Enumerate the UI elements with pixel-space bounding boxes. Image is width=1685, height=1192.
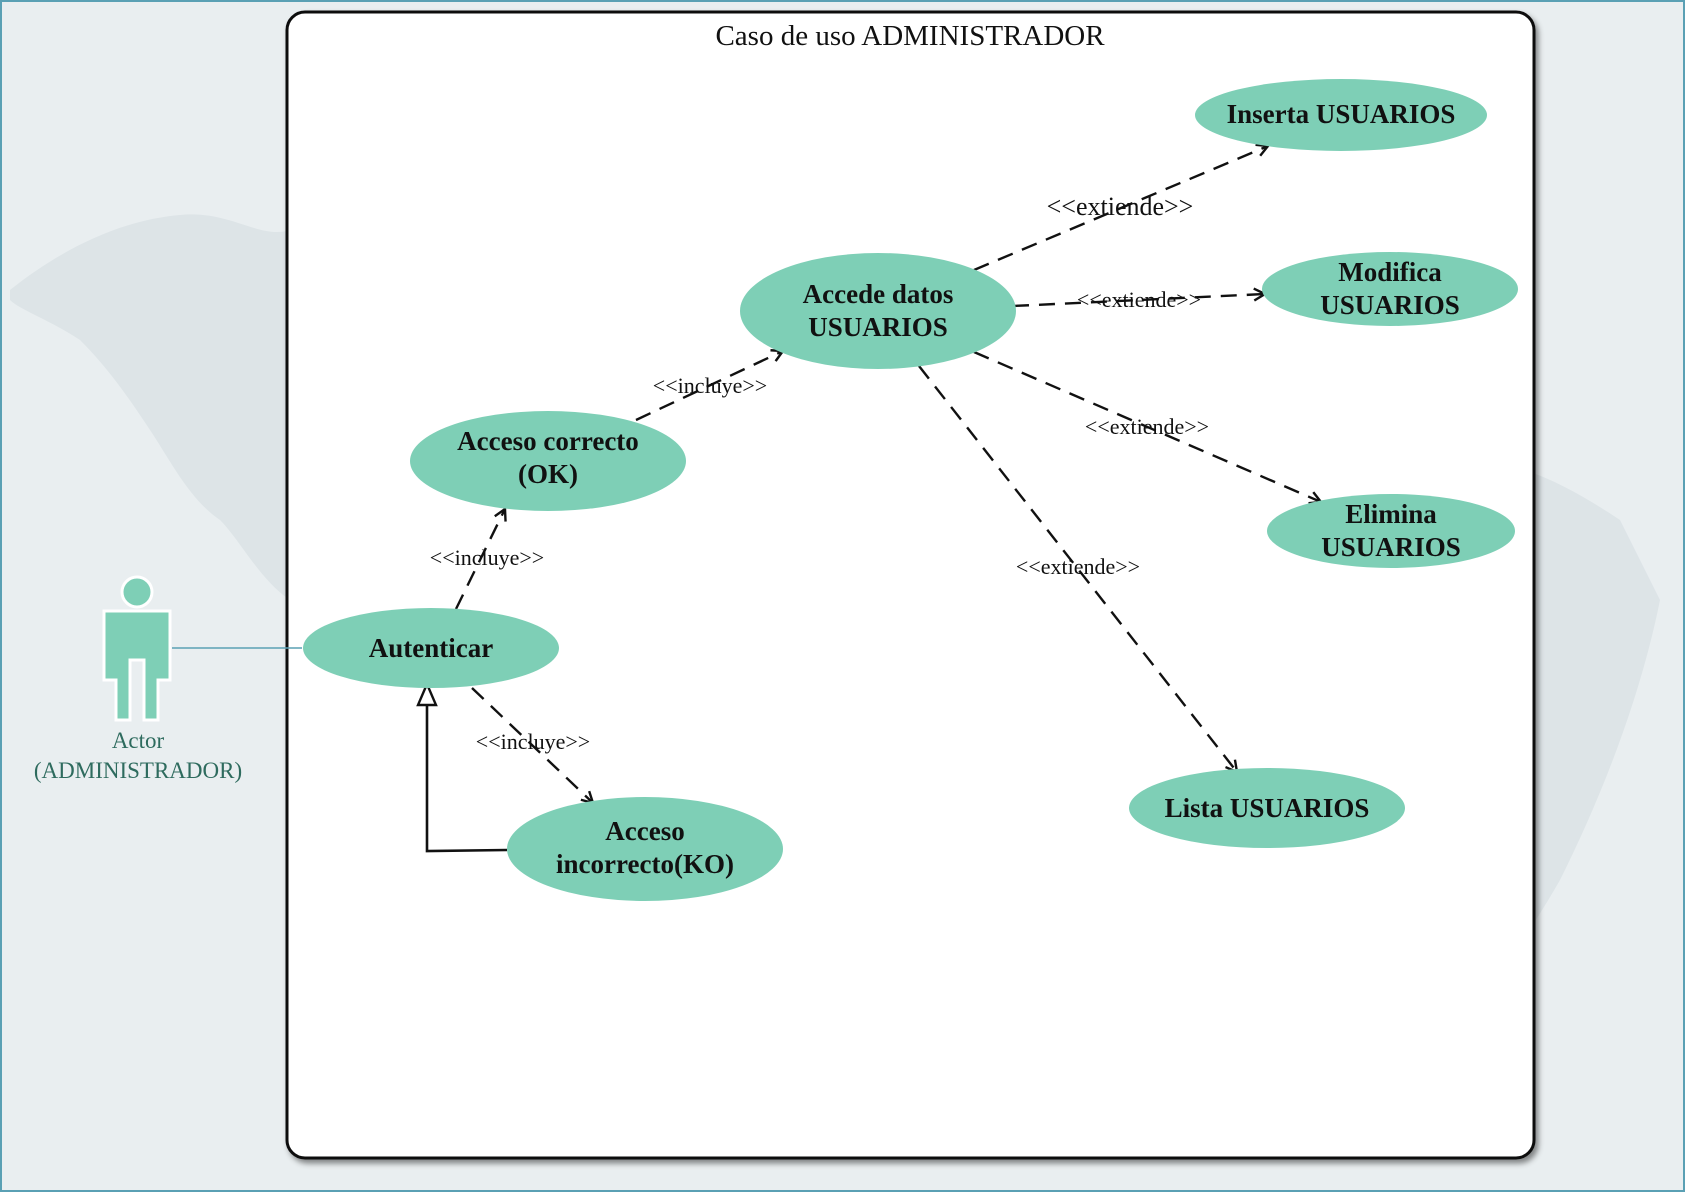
use-case-acceso-incorrecto[interactable]: Acceso incorrecto(KO) — [507, 797, 783, 901]
extiende-lista-line — [918, 365, 1237, 772]
use-case-accede-datos[interactable]: Accede datos USUARIOS — [740, 253, 1016, 369]
relationship-lines — [454, 146, 1321, 803]
use-case-label: (OK) — [518, 459, 578, 489]
use-case-label: Acceso — [605, 816, 684, 846]
incluye-accede-line — [635, 351, 783, 422]
use-case-label: Accede datos — [803, 279, 954, 309]
use-case-label: Lista USUARIOS — [1165, 793, 1370, 823]
use-case-label: Modifica — [1338, 257, 1442, 287]
use-case-label: USUARIOS — [1320, 290, 1460, 320]
use-case-label: Elimina — [1345, 499, 1437, 529]
extiende-elimina-line — [973, 350, 1321, 502]
incluye-ok-line — [454, 509, 505, 610]
label-extiende-inserta: <<extiende>> — [1047, 192, 1194, 221]
actor-administrador[interactable]: Actor (ADMINISTRADOR) — [34, 575, 242, 783]
actor-icon — [102, 575, 172, 722]
extiende-inserta-line — [973, 146, 1268, 272]
use-case-autenticar[interactable]: Autenticar — [303, 608, 559, 688]
generalization-ko-autenticar — [416, 680, 508, 853]
label-incluye-ok: <<incluye>> — [430, 545, 544, 570]
use-case-elimina-usuarios[interactable]: Elimina USUARIOS — [1267, 494, 1515, 568]
label-extiende-lista: <<extiende>> — [1016, 554, 1140, 579]
incluye-ko-line — [471, 687, 593, 803]
use-case-label: Autenticar — [369, 633, 493, 663]
use-case-acceso-correcto[interactable]: Acceso correcto (OK) — [410, 411, 686, 511]
label-extiende-elimina: <<extiende>> — [1085, 414, 1209, 439]
actor-name: Actor — [112, 728, 165, 753]
use-case-lista-usuarios[interactable]: Lista USUARIOS — [1129, 768, 1405, 848]
use-case-label: USUARIOS — [808, 312, 948, 342]
diagram-title: Caso de uso ADMINISTRADOR — [715, 20, 1105, 52]
use-case-label: incorrecto(KO) — [556, 849, 734, 879]
use-case-inserta-usuarios[interactable]: Inserta USUARIOS — [1195, 79, 1487, 151]
label-incluye-accede: <<incluye>> — [653, 373, 767, 398]
use-case-label: Inserta USUARIOS — [1227, 99, 1456, 129]
extiende-modifica-line — [1012, 294, 1265, 308]
system-boundary — [285, 10, 1536, 1160]
actor-role: (ADMINISTRADOR) — [34, 758, 242, 783]
relation-labels: <<incluye>> <<incluye>> <<incluye>> <<ex… — [430, 192, 1209, 754]
label-extiende-modifica: <<extiende>> — [1077, 287, 1201, 312]
label-incluye-ko: <<incluye>> — [476, 729, 590, 754]
use-case-label: Acceso correcto — [457, 426, 639, 456]
use-case-label: USUARIOS — [1321, 532, 1461, 562]
use-case-modifica-usuarios[interactable]: Modifica USUARIOS — [1262, 252, 1518, 326]
